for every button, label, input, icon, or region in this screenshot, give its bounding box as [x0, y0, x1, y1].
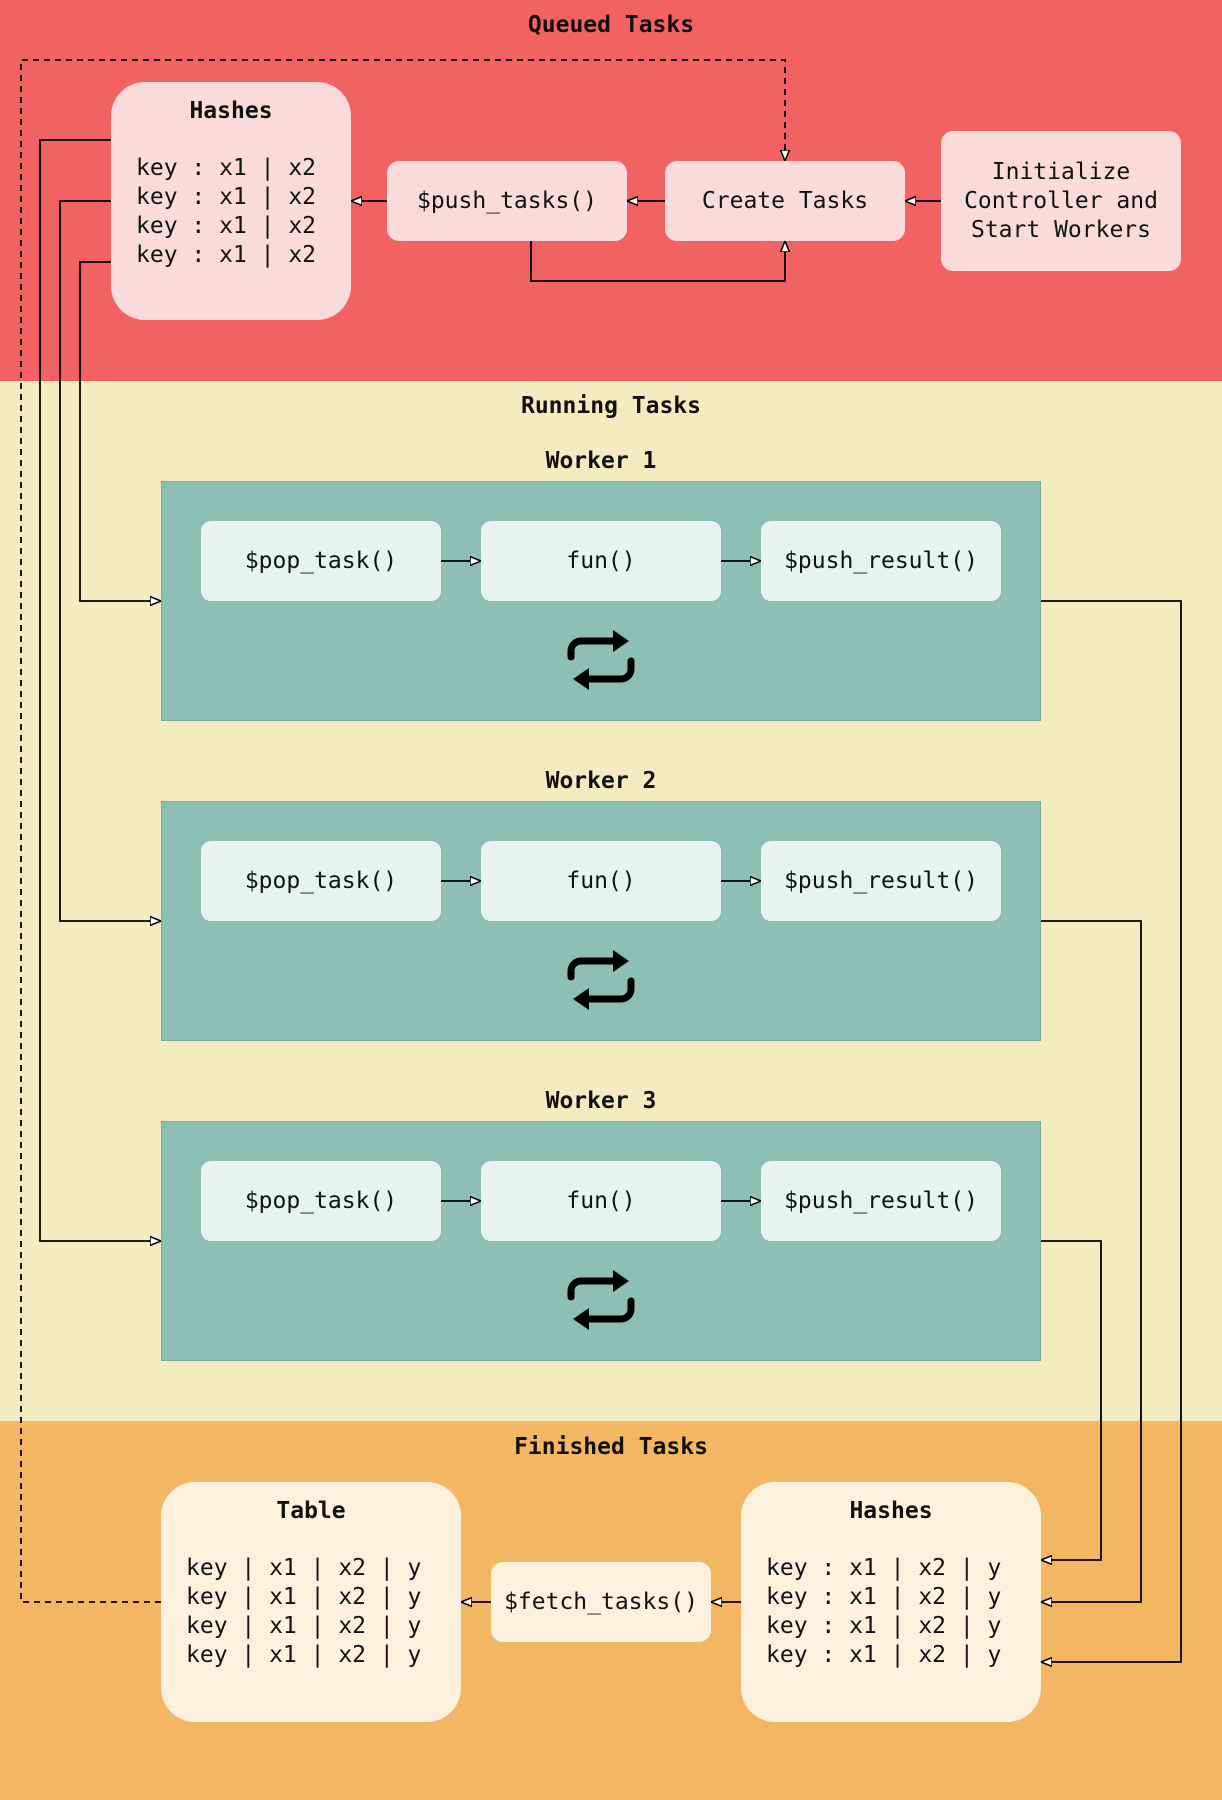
- finished-hashes-box: Hashes key : x1 | x2 | y key : x1 | x2 |…: [741, 1482, 1041, 1722]
- fun-node: fun(): [481, 1161, 721, 1241]
- repeat-icon: [565, 629, 637, 691]
- pop-task-node: $pop_task(): [201, 1161, 441, 1241]
- queued-hash-row: key : x1 | x2: [136, 155, 317, 181]
- finished-tasks-title: Finished Tasks: [514, 1434, 708, 1460]
- fun-node: fun(): [481, 521, 721, 601]
- finished-hash-row: key : x1 | x2 | y: [766, 1613, 1002, 1639]
- finished-hash-row: key : x1 | x2 | y: [766, 1555, 1002, 1581]
- table-row: key | x1 | x2 | y: [186, 1555, 422, 1581]
- worker-2-title: Worker 2: [545, 768, 657, 794]
- pop-task-node: $pop_task(): [201, 521, 441, 601]
- queued-hashes-title: Hashes: [189, 98, 273, 124]
- table-row: key | x1 | x2 | y: [186, 1584, 422, 1610]
- push-result-node: $push_result(): [761, 521, 1001, 601]
- fetch-tasks-node: $fetch_tasks(): [491, 1562, 711, 1642]
- push-tasks-node: $push_tasks(): [387, 161, 627, 241]
- finished-hash-row: key : x1 | x2 | y: [766, 1642, 1002, 1668]
- finished-hash-row: key : x1 | x2 | y: [766, 1584, 1002, 1610]
- table-row: key | x1 | x2 | y: [186, 1613, 422, 1639]
- create-tasks-node: Create Tasks: [665, 161, 905, 241]
- worker-1-title: Worker 1: [545, 448, 657, 474]
- results-table-box: Table key | x1 | x2 | y key | x1 | x2 | …: [161, 1482, 461, 1722]
- initialize-controller-node: Initialize Controller and Start Workers: [941, 131, 1181, 271]
- table-row: key | x1 | x2 | y: [186, 1642, 422, 1668]
- queued-hash-row: key : x1 | x2: [136, 242, 317, 268]
- queued-tasks-title: Queued Tasks: [527, 12, 695, 38]
- pop-task-node: $pop_task(): [201, 841, 441, 921]
- push-result-node: $push_result(): [761, 1161, 1001, 1241]
- repeat-icon: [565, 949, 637, 1011]
- worker-3-title: Worker 3: [545, 1088, 657, 1114]
- running-tasks-title: Running Tasks: [520, 393, 702, 419]
- queued-hashes-box: Hashes key : x1 | x2 key : x1 | x2 key :…: [111, 82, 351, 320]
- fun-node: fun(): [481, 841, 721, 921]
- repeat-icon: [565, 1269, 637, 1331]
- queued-hash-row: key : x1 | x2: [136, 184, 317, 210]
- push-result-node: $push_result(): [761, 841, 1001, 921]
- queued-hash-row: key : x1 | x2: [136, 213, 317, 239]
- finished-hashes-title: Hashes: [849, 1498, 933, 1524]
- results-table-title: Table: [276, 1498, 346, 1524]
